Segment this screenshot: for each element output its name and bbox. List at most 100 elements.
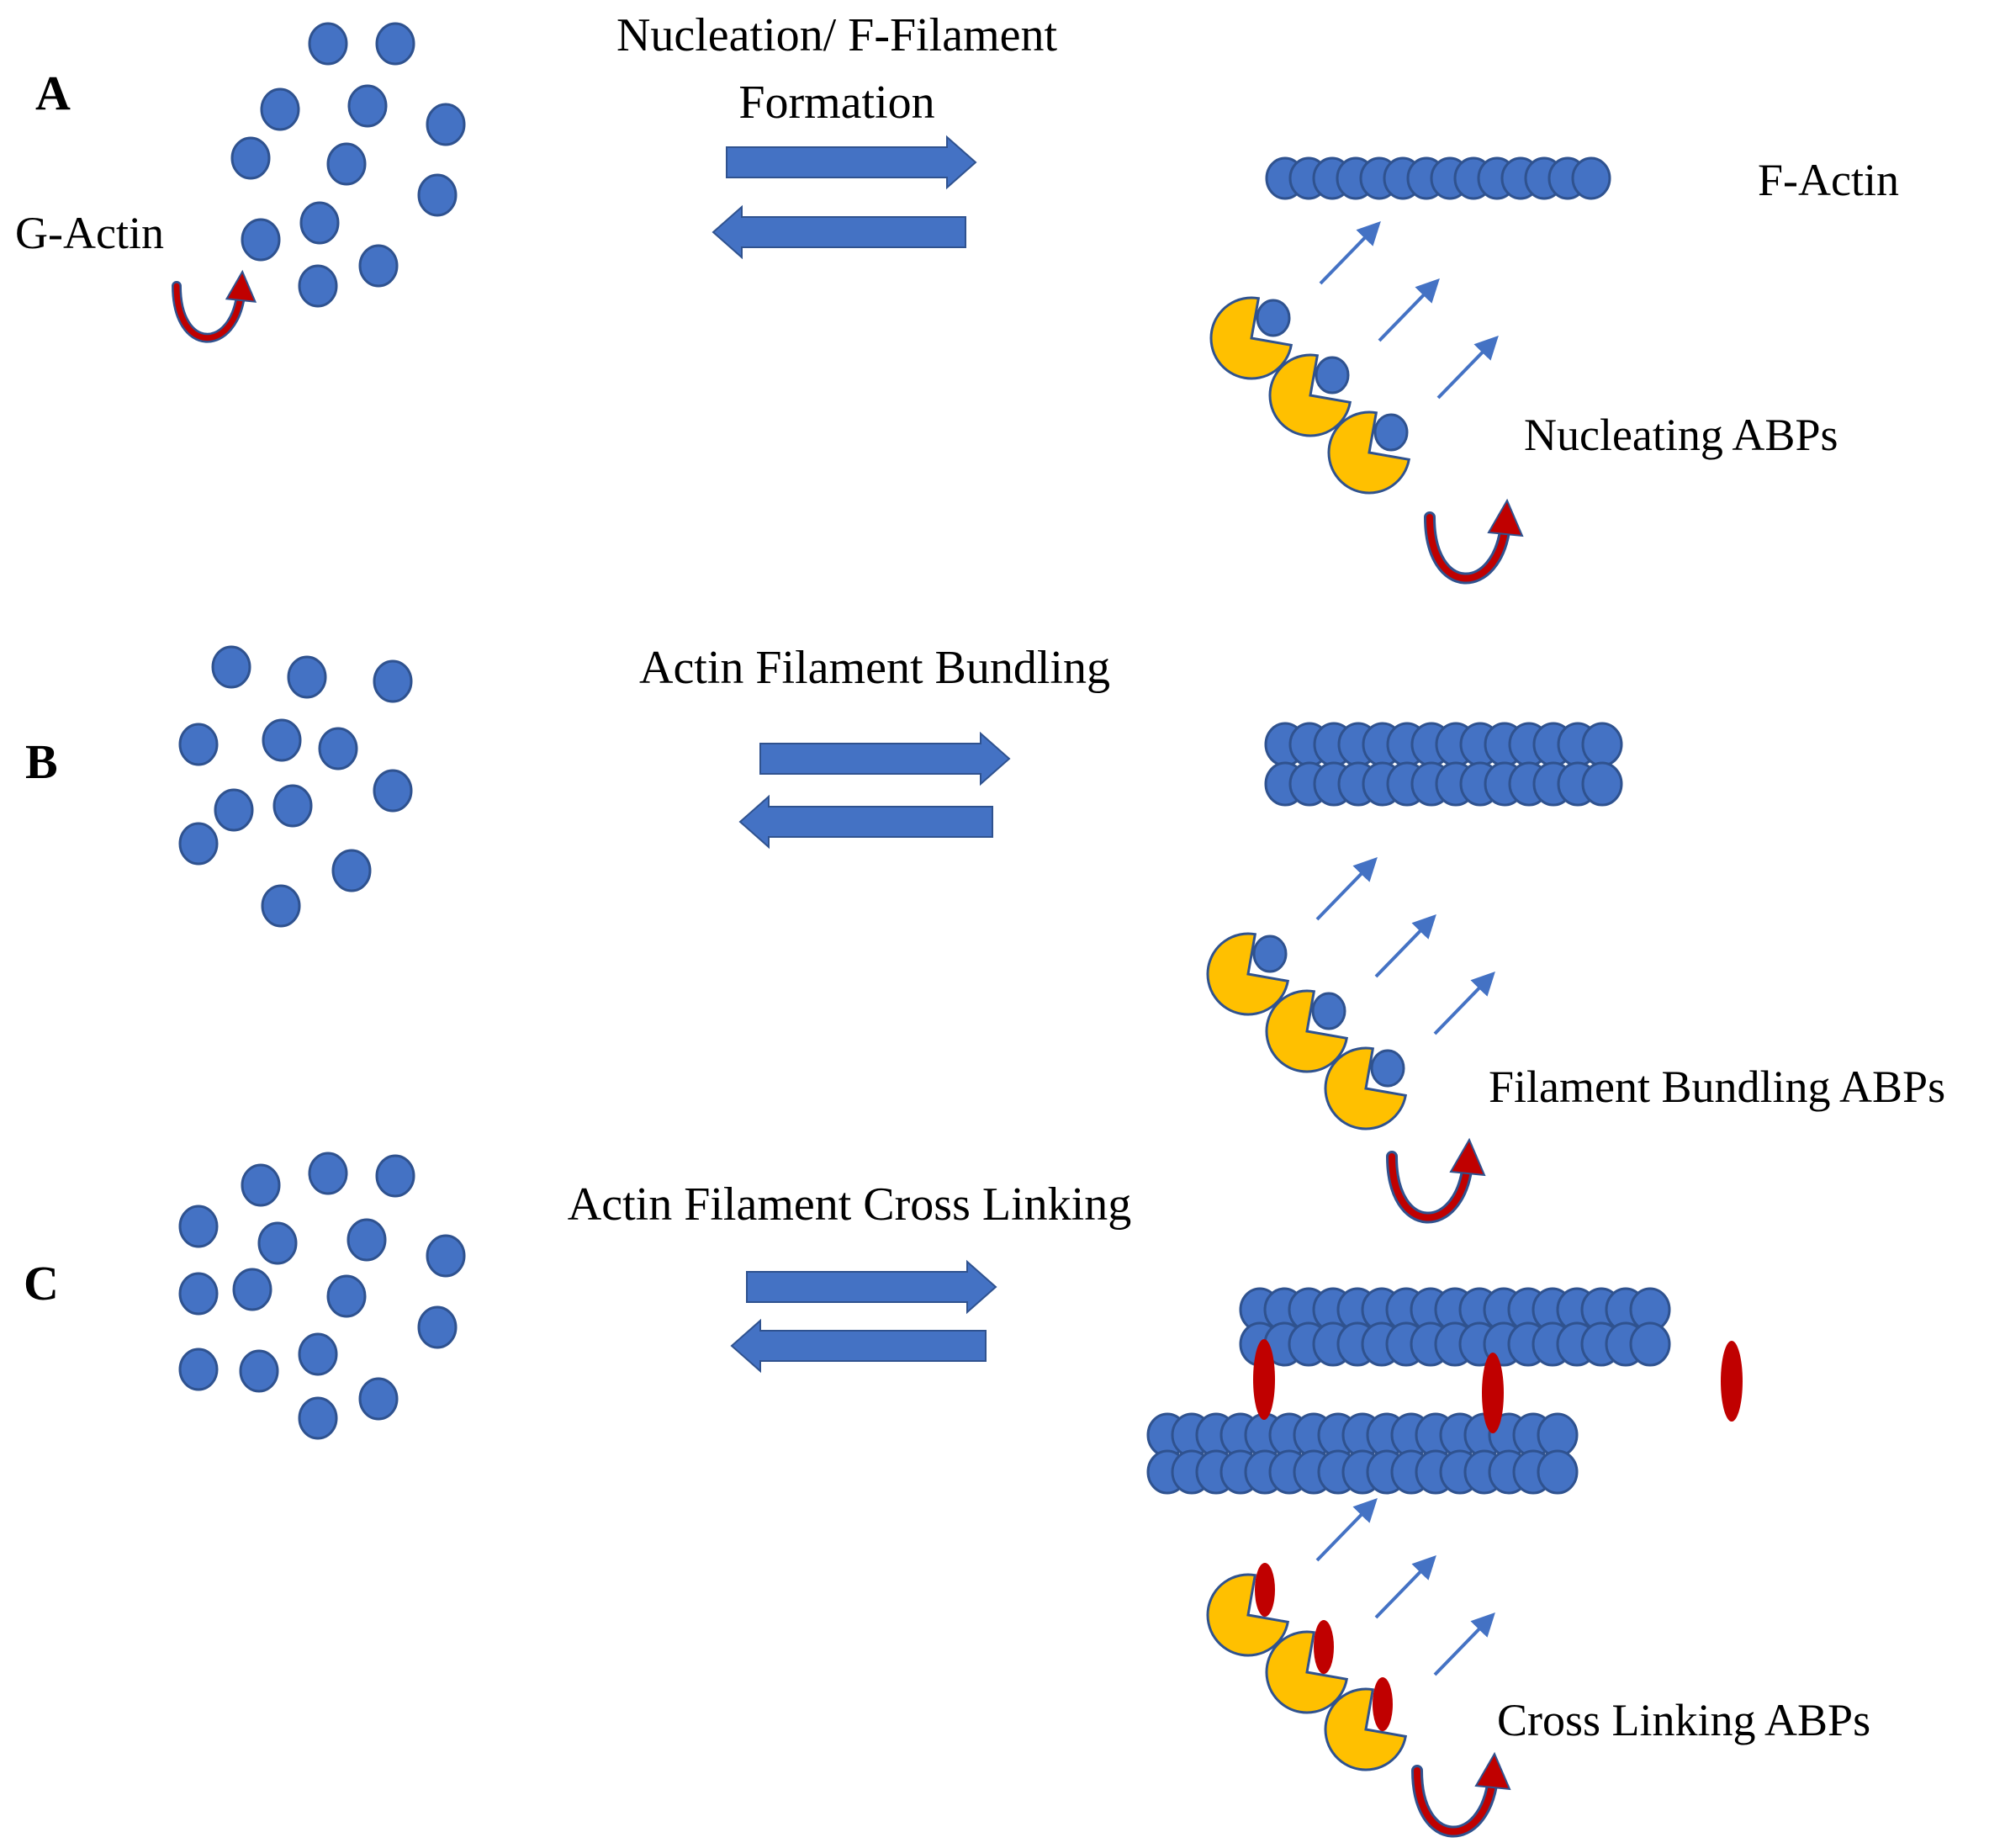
cross-linking-abps-label: Cross Linking ABPs [1497, 1695, 1870, 1745]
f-actin-monomer [1581, 722, 1623, 767]
g-actin-monomer [232, 1268, 272, 1311]
forward-arrow-icon [746, 1259, 997, 1315]
panel-a: A Nucleation/ F-Filament Formation G-Act… [15, 9, 1899, 585]
abp-protein [1324, 1687, 1408, 1771]
g-actin-monomer [178, 1348, 219, 1391]
g-actin-monomer [426, 1234, 466, 1278]
abp-protein [1209, 296, 1293, 380]
reverse-arrow-icon [738, 794, 993, 850]
nucleating-abps-label: Nucleating ABPs [1524, 410, 1838, 460]
cycle-arrow-head [225, 269, 257, 303]
g-actin-monomer [426, 103, 466, 146]
release-arrow-icon [1315, 1497, 1378, 1562]
equilibrium-arrows-a [712, 135, 977, 260]
f-actin-monomer [1537, 1449, 1579, 1495]
g-actin-monomers-b [178, 645, 413, 928]
g-actin-monomer [375, 1154, 415, 1198]
cycle-arrow-head [1487, 498, 1524, 537]
cycle-arrow-icon [1386, 1137, 1486, 1224]
nucleating-abp-group [1209, 220, 1499, 495]
bound-actin-monomer [1315, 356, 1350, 394]
g-actin-monomer [214, 788, 254, 832]
g-actin-monomer [331, 849, 372, 892]
cross-linker-protein [1253, 1339, 1275, 1420]
g-actin-monomer [308, 22, 348, 66]
cross-linker-protein [1314, 1620, 1334, 1674]
cycle-arrow-icon [172, 269, 257, 343]
g-actin-monomer [375, 22, 415, 66]
g-actin-monomer [347, 84, 388, 128]
g-actin-monomer [326, 142, 367, 186]
abp-protein [1206, 932, 1290, 1016]
panel-c: C Actin Filament Cross Linking Cross Lin… [24, 1152, 1870, 1838]
g-actin-monomer [358, 244, 399, 288]
cycle-arrow-head [1449, 1137, 1486, 1177]
reverse-arrow-icon [712, 204, 966, 260]
g-actin-monomer [417, 1305, 458, 1349]
equilibrium-arrows-b [738, 731, 1011, 850]
f-actin-label: F-Actin [1758, 155, 1899, 205]
g-actin-monomers-a [230, 22, 466, 308]
equilibrium-arrows-c [730, 1259, 997, 1374]
g-actin-monomer [326, 1274, 367, 1318]
release-arrow-icon [1433, 971, 1495, 1035]
g-actin-monomer [239, 1349, 279, 1393]
g-actin-monomer [373, 659, 413, 703]
g-actin-monomer [347, 1218, 387, 1262]
g-actin-monomer [241, 1163, 281, 1207]
g-actin-monomer [298, 1396, 338, 1440]
g-actin-monomer [272, 784, 313, 828]
g-actin-monomer [298, 1332, 338, 1376]
bound-actin-monomer [1311, 992, 1346, 1030]
g-actin-monomer [211, 645, 251, 689]
g-actin-monomer [308, 1152, 348, 1195]
g-actin-monomer [261, 884, 301, 928]
cross-linker-protein [1255, 1563, 1275, 1617]
g-actin-monomer [260, 87, 300, 131]
cycle-arrow-body [1389, 1153, 1471, 1221]
cycle-arrow-body [1426, 514, 1509, 582]
bundling-abp-group [1206, 856, 1495, 1131]
cycle-arrow-icon [1424, 498, 1524, 585]
abp-protein [1327, 410, 1411, 495]
g-actin-monomer [178, 822, 219, 866]
bound-actin-monomer [1256, 299, 1291, 337]
panel-letter-c: C [24, 1256, 59, 1311]
g-actin-monomer [178, 1272, 219, 1316]
f-actin-monomer [1581, 761, 1623, 807]
cycle-arrow-head [1474, 1751, 1511, 1791]
g-actin-monomer [318, 727, 358, 770]
g-actin-monomer [178, 1205, 219, 1248]
g-actin-monomer [230, 136, 271, 180]
cross-linked-filaments-c [1146, 1287, 1743, 1495]
g-actin-monomer [257, 1221, 298, 1265]
panel-letter-b: B [25, 734, 58, 789]
filament-bundling-abps-label: Filament Bundling ABPs [1489, 1062, 1945, 1112]
forward-arrow-icon [726, 135, 977, 190]
f-actin-monomer [1571, 156, 1611, 200]
panel-c-title: Actin Filament Cross Linking [568, 1178, 1131, 1231]
g-actin-monomer [358, 1377, 399, 1421]
release-arrow-icon [1436, 335, 1499, 400]
abp-protein [1268, 353, 1352, 437]
cross-linker-protein [1373, 1677, 1393, 1731]
f-actin-monomer [1629, 1321, 1671, 1367]
panel-b: B Actin Filament Bundling Filament Bundl… [25, 642, 1945, 1224]
abp-protein [1265, 1630, 1349, 1714]
bound-actin-monomer [1252, 935, 1288, 973]
g-actin-monomer [373, 769, 413, 813]
release-arrow-icon [1319, 220, 1381, 285]
g-actin-monomer [262, 718, 302, 762]
g-actin-monomer [287, 655, 327, 699]
g-actin-monomer [241, 218, 281, 262]
release-arrow-icon [1433, 1612, 1495, 1676]
g-actin-monomer [417, 173, 458, 217]
forward-arrow-icon [759, 731, 1011, 786]
g-actin-monomer [178, 723, 219, 766]
bound-actin-monomer [1370, 1049, 1405, 1088]
f-actin-filament-a [1265, 156, 1611, 200]
cycle-arrow-body [1414, 1767, 1496, 1835]
g-actin-label: G-Actin [15, 208, 164, 258]
